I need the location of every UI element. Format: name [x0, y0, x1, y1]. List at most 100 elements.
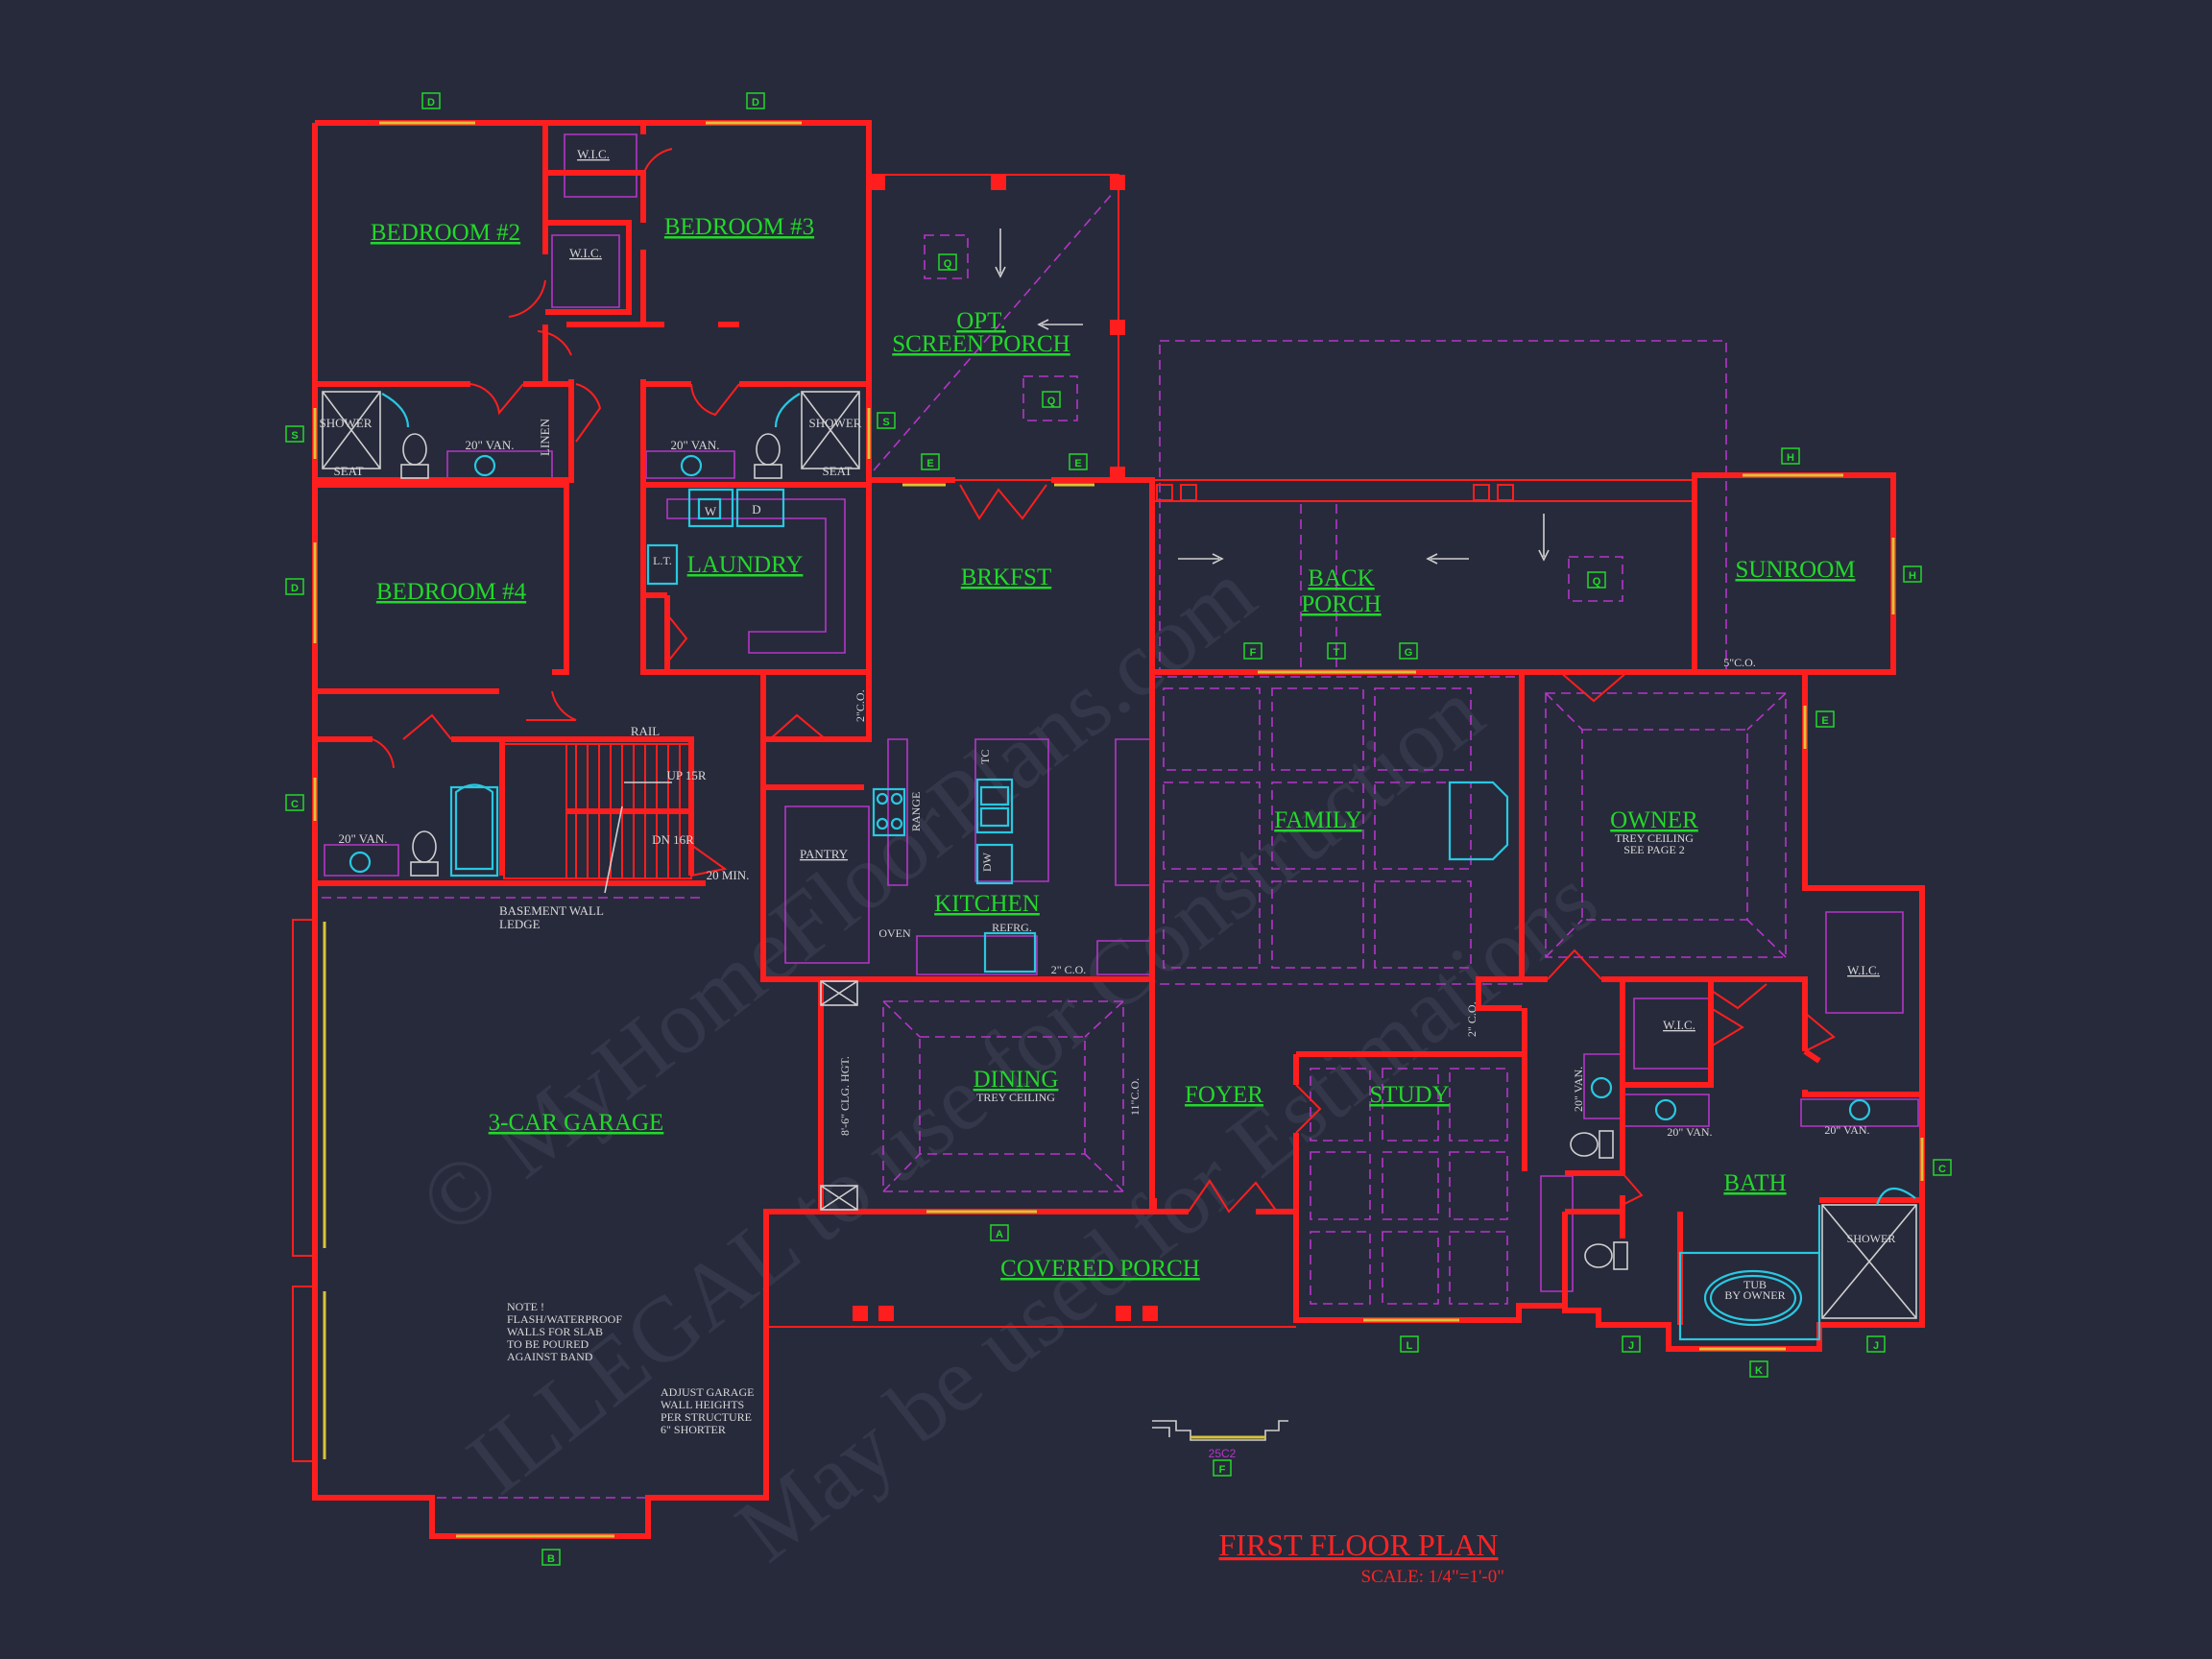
watermark: © MyHomeFloorPlans.com ILLEGAL to use fo… — [400, 541, 1616, 1580]
tag-j-right: J — [1866, 1335, 1886, 1353]
tag-e-porch-right: E — [1069, 453, 1088, 470]
room-owner: OWNER — [1610, 807, 1698, 833]
tag-f-detail: F — [1213, 1459, 1232, 1477]
owner-trey-label-line-1: TREY CEILING — [1615, 831, 1694, 845]
room-bedroom-2: BEDROOM #2 — [371, 220, 520, 246]
tag-c-left: C — [285, 794, 304, 811]
note-line-5: AGAINST BAND — [507, 1350, 593, 1363]
room-kitchen: KITCHEN — [934, 891, 1040, 917]
annotations: W.I.C. W.I.C. SHOWER SHOWER SEAT SEAT 20… — [320, 147, 1896, 1460]
tag-e-porch-left: E — [921, 453, 940, 470]
room-back-porch-line-2: PORCH — [1301, 591, 1381, 617]
room-back-porch-line-1: BACK — [1308, 565, 1374, 591]
elevation-tags: D D S S D C E E Q Q Q F T G H H E C A L … — [285, 92, 1952, 1566]
tag-f-back-porch: F — [1243, 642, 1262, 660]
porch-posts — [853, 175, 1514, 1321]
owner-trey-label-line-2: SEE PAGE 2 — [1623, 843, 1685, 856]
tag-q-porch-1: Q — [938, 253, 957, 271]
svg-text:E: E — [1074, 458, 1081, 469]
tag-t-back-porch: T — [1327, 642, 1346, 660]
svg-text:S: S — [882, 417, 889, 428]
note-line-3: WALLS FOR SLAB — [507, 1325, 603, 1338]
basement-label-line-2: LEDGE — [499, 917, 541, 931]
room-dining: DINING — [974, 1067, 1059, 1093]
walls — [312, 120, 1925, 1539]
cased-opening-label-3: 2" C.O. — [1465, 1001, 1479, 1037]
svg-text:T: T — [1334, 647, 1340, 659]
vanity-label-3: 20" VAN. — [338, 831, 387, 846]
cased-opening-label-4: 5"C.O. — [1723, 656, 1756, 669]
tag-a-front: A — [990, 1224, 1009, 1241]
min-label: 20 MIN. — [707, 868, 750, 882]
vanity-label-1: 20" VAN. — [465, 438, 514, 452]
room-family: FAMILY — [1274, 807, 1361, 833]
title-block: FIRST FLOOR PLAN SCALE: 1/4"=1'-0" — [1218, 1527, 1504, 1587]
room-garage: 3-CAR GARAGE — [489, 1110, 664, 1136]
tag-d-left: D — [285, 578, 304, 595]
tub-label-line-1: TUB — [1743, 1278, 1767, 1291]
oven-label: OVEN — [878, 926, 911, 940]
study-ceiling-grid — [1310, 1068, 1508, 1305]
svg-text:F: F — [1219, 1464, 1226, 1476]
room-screen-porch-line-1: OPT. — [956, 308, 1006, 334]
fixtures — [322, 391, 1917, 1341]
vanity-label-6: 20" VAN. — [1824, 1123, 1869, 1137]
adjust-note-line-1: ADJUST GARAGE — [661, 1385, 754, 1399]
svg-text:E: E — [926, 458, 933, 469]
svg-text:S: S — [291, 430, 298, 442]
svg-text:C: C — [291, 799, 299, 810]
windows — [292, 121, 1924, 1538]
basement-label-line-1: BASEMENT WALL — [499, 903, 604, 918]
svg-text:D: D — [427, 97, 435, 108]
wic-label-4: W.I.C. — [1847, 963, 1880, 977]
laundry-tub-label: L.T. — [653, 554, 672, 567]
room-covered-porch: COVERED PORCH — [1000, 1256, 1200, 1282]
tag-h-right: H — [1903, 565, 1922, 583]
svg-text:D: D — [752, 97, 759, 108]
staircase — [503, 743, 692, 894]
room-labels: BEDROOM #2 BEDROOM #3 BEDROOM #4 OPT. SC… — [371, 214, 1856, 1282]
svg-text:L: L — [1407, 1340, 1413, 1352]
dishwasher-label: DW — [980, 852, 994, 872]
tag-d-top-left: D — [421, 92, 441, 109]
svg-text:A: A — [996, 1229, 1003, 1240]
refrigerator-label: REFRG. — [992, 921, 1032, 934]
svg-text:Q: Q — [1047, 396, 1056, 407]
room-foyer: FOYER — [1185, 1082, 1263, 1108]
plan-title: FIRST FLOOR PLAN — [1218, 1527, 1498, 1562]
door-swings — [372, 148, 1836, 1214]
tub-label-line-2: BY OWNER — [1724, 1288, 1785, 1302]
adjust-note-line-2: WALL HEIGHTS — [661, 1398, 744, 1411]
svg-text:H: H — [1787, 452, 1794, 464]
svg-text:J: J — [1873, 1340, 1879, 1352]
tag-c-bath: C — [1933, 1159, 1952, 1176]
wic-label-1: W.I.C. — [577, 147, 610, 161]
tag-s-left: S — [285, 425, 304, 443]
svg-text:F: F — [1250, 647, 1257, 659]
pantry-label: PANTRY — [800, 847, 849, 861]
tag-q-back-porch: Q — [1587, 571, 1606, 589]
tag-d-top-right: D — [746, 92, 765, 109]
svg-text:C: C — [1938, 1164, 1946, 1175]
washer-label: W — [705, 504, 717, 518]
wic-label-3: W.I.C. — [1663, 1018, 1695, 1032]
seat-label-2: SEAT — [822, 464, 852, 478]
adjust-note-line-4: 6" SHORTER — [661, 1423, 726, 1436]
tag-s-right: S — [877, 412, 896, 429]
vanity-label-5: 20" VAN. — [1667, 1125, 1712, 1139]
cased-opening-label-1: 2"C.O. — [854, 689, 867, 722]
note-line-2: FLASH/WATERPROOF — [507, 1312, 622, 1326]
rail-label: RAIL — [631, 724, 660, 738]
tag-e-owner: E — [1815, 710, 1835, 728]
svg-text:H: H — [1909, 570, 1916, 582]
shower-label-3: SHOWER — [1847, 1232, 1896, 1245]
tag-b-garage: B — [541, 1549, 561, 1566]
note-line-4: TO BE POURED — [507, 1337, 589, 1351]
ceiling-height-label: 8'-6" CLG. HGT. — [838, 1056, 852, 1136]
cased-opening-label-2: 2" C.O. — [1051, 963, 1087, 976]
note-line-1: NOTE ! — [507, 1300, 544, 1313]
vanity-label-4: 20" VAN. — [1572, 1067, 1585, 1112]
svg-text:B: B — [547, 1553, 555, 1565]
tag-g-back-porch: G — [1399, 642, 1418, 660]
